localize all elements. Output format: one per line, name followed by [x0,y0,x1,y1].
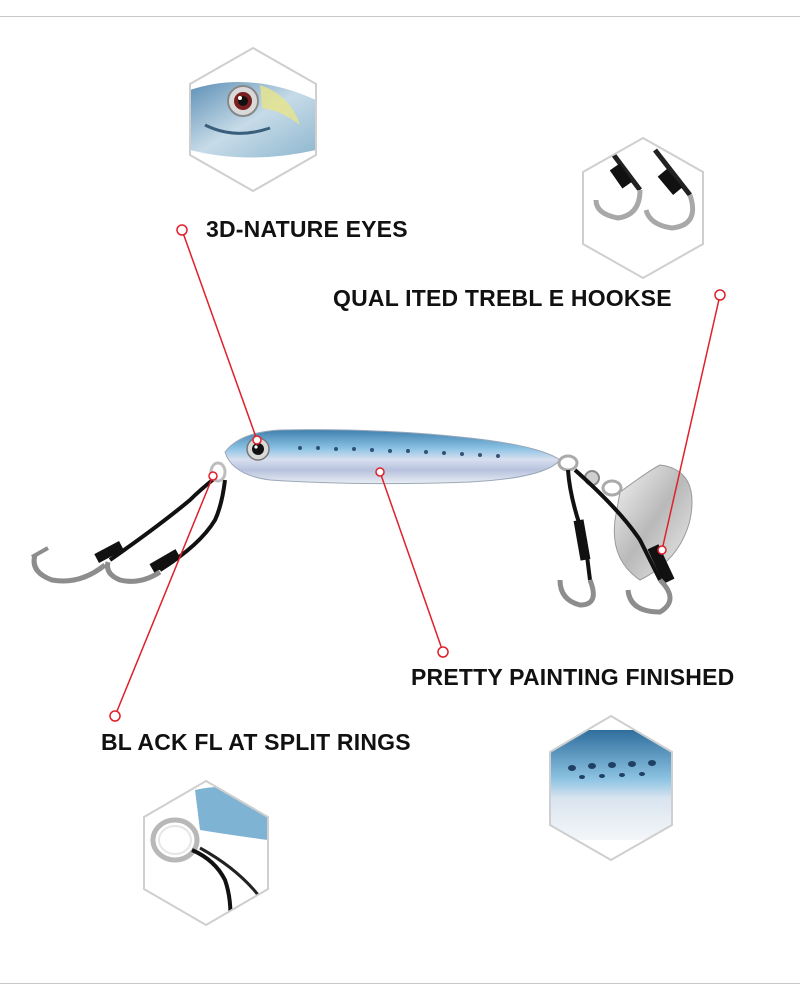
pointer-hooks [657,289,726,555]
bottom-divider [0,983,800,984]
top-divider [0,16,800,17]
fishing-jig-lure [31,429,693,615]
label-qualited-treble-hooks: QUAL ITED TREBL E HOOKSE [333,285,672,311]
label-pretty-painting: PRETTY PAINTING FINISHED [411,664,735,690]
pointer-rings [109,471,218,722]
hexagon-hooks-closeup [582,136,704,280]
hexagon-eye-closeup [189,46,317,193]
pointer-painting [375,467,449,658]
hexagon-split-ring-closeup [143,779,269,927]
label-black-flat-split-rings: BL ACK FL AT SPLIT RINGS [101,729,411,755]
pointer-eyes [176,224,262,445]
hexagon-paint-closeup [549,714,673,862]
label-3d-nature-eyes: 3D-NATURE EYES [206,216,408,242]
